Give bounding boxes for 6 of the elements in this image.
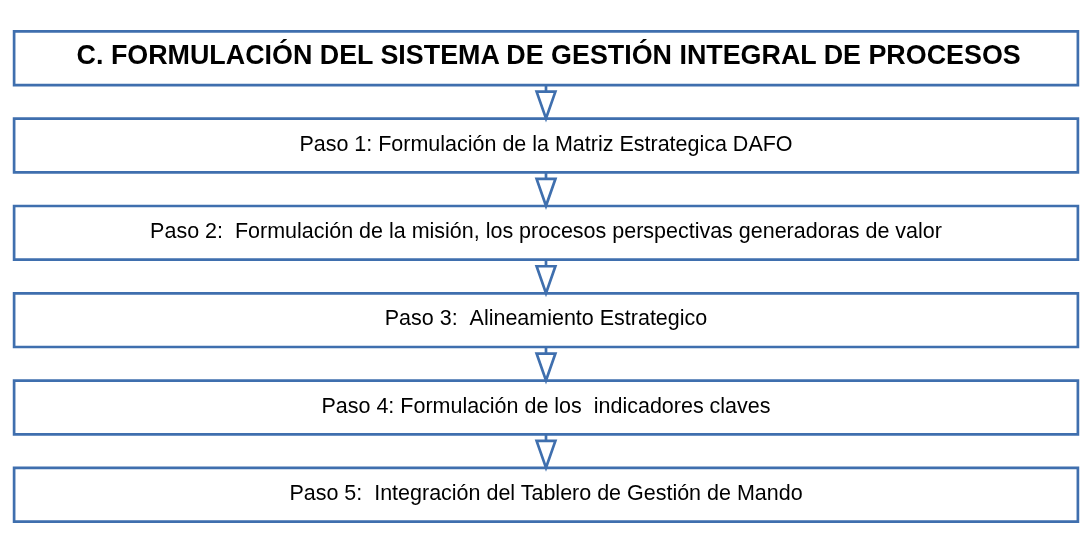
node-box: Paso 3: Alineamiento Estrategico (12, 291, 1080, 349)
node-box: Paso 2: Formulación de la misión, los procesos perspectivas generadoras de valor (12, 204, 1080, 262)
node-box: Paso 1: Formulación de la Matriz Estrategica DAFO (12, 117, 1080, 174)
node-box: Paso 4: Formulación de los indicadores claves (12, 379, 1080, 436)
node-box: C. FORMULACIÓN DEL SISTEMA DE GESTIÓN INTEGRAL DE PROCESOS (12, 30, 1080, 87)
node-box: Paso 5: Integración del Tablero de Gestión de Mando (12, 466, 1080, 523)
